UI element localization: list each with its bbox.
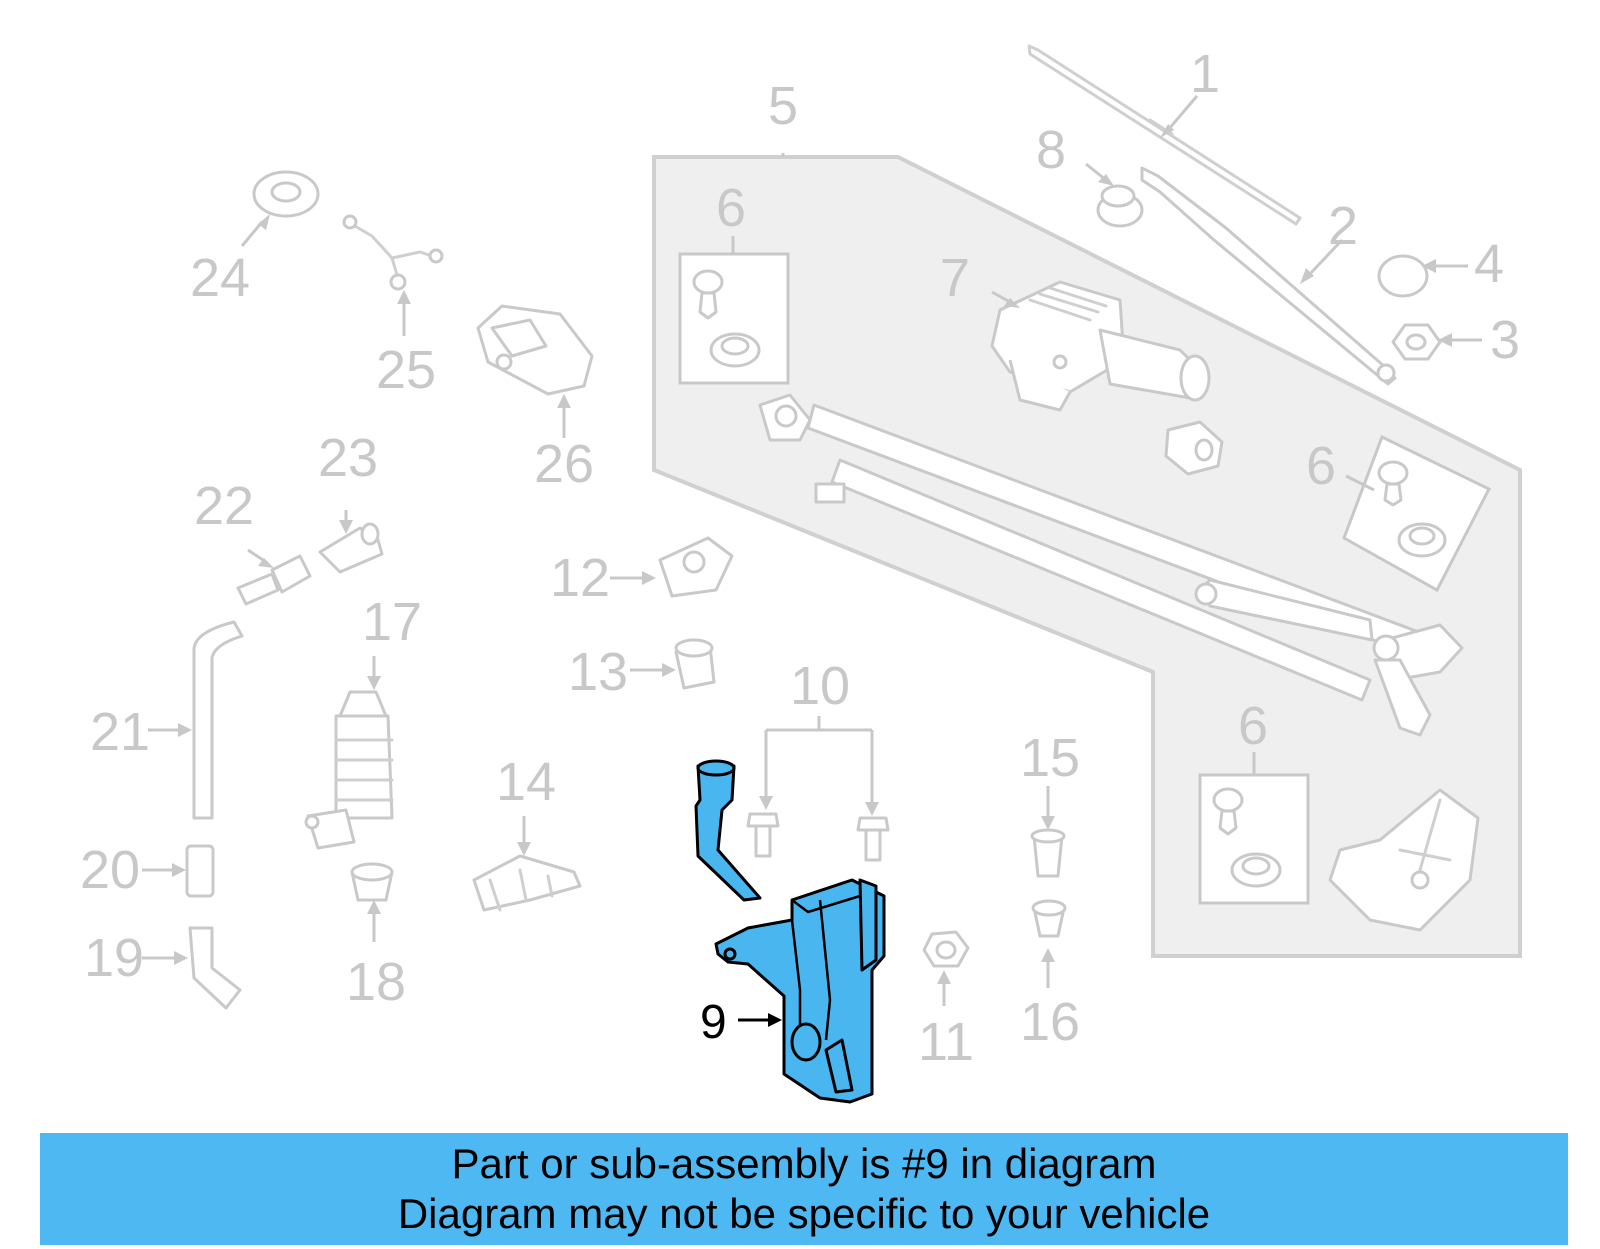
callout-20: 20 bbox=[80, 840, 140, 900]
fastener-set-6-right bbox=[1377, 460, 1447, 558]
callout-14: 14 bbox=[496, 752, 556, 812]
callout-15: 15 bbox=[1020, 728, 1080, 788]
callout-24: 24 bbox=[190, 248, 250, 308]
bracket-part-14 bbox=[472, 854, 582, 912]
clip-part-15 bbox=[1030, 828, 1066, 878]
callout-26: 26 bbox=[534, 434, 594, 494]
banner-line-1: Part or sub-assembly is #9 in diagram bbox=[451, 1140, 1157, 1187]
fastener-set-6-bottom bbox=[1212, 787, 1282, 888]
callout-18: 18 bbox=[346, 952, 406, 1012]
callout-8: 8 bbox=[1036, 120, 1066, 180]
info-banner: Part or sub-assembly is #9 in diagram Di… bbox=[40, 1133, 1568, 1245]
callout-13: 13 bbox=[568, 642, 628, 702]
connector-part-23 bbox=[318, 522, 384, 574]
plug-part-20 bbox=[185, 844, 215, 898]
callout-10: 10 bbox=[790, 656, 850, 716]
callout-1: 1 bbox=[1190, 44, 1220, 104]
callout-19: 19 bbox=[84, 928, 144, 988]
hose-connector-part-25 bbox=[342, 214, 444, 291]
nut-part-11 bbox=[922, 930, 970, 968]
hose-part-21 bbox=[192, 620, 244, 820]
cap-part-8 bbox=[1096, 184, 1144, 228]
callout-16: 16 bbox=[1020, 992, 1080, 1052]
elbow-part-19 bbox=[188, 926, 242, 1010]
callout-6-top: 6 bbox=[716, 178, 746, 238]
callout-6-right: 6 bbox=[1306, 436, 1336, 496]
grommet-part-18 bbox=[350, 862, 394, 902]
cap-part-4 bbox=[1377, 254, 1429, 298]
callout-7: 7 bbox=[940, 248, 970, 308]
callout-5: 5 bbox=[768, 76, 798, 136]
callout-17: 17 bbox=[362, 592, 422, 652]
wiper-arm-part-2 bbox=[1140, 166, 1397, 386]
washer-pump-part-17 bbox=[304, 690, 394, 850]
grommet-part-24 bbox=[252, 170, 320, 218]
callout-25: 25 bbox=[376, 340, 436, 400]
callout-12: 12 bbox=[550, 548, 610, 608]
clip-part-16 bbox=[1031, 899, 1067, 938]
bolt-part-10-right bbox=[856, 816, 890, 862]
callout-2: 2 bbox=[1328, 196, 1358, 256]
motor-grommet bbox=[1164, 420, 1224, 476]
wiper-motor-part-7 bbox=[990, 280, 1211, 412]
callout-22: 22 bbox=[194, 476, 254, 536]
grommet-part-13 bbox=[674, 638, 716, 690]
washer-nozzle-part-26 bbox=[476, 304, 594, 396]
banner-line-2: Diagram may not be specific to your vehi… bbox=[397, 1190, 1211, 1237]
assembly-box-5 bbox=[652, 155, 1522, 958]
callout-21: 21 bbox=[90, 702, 150, 762]
bracket-lower-right bbox=[1328, 788, 1480, 932]
nut-part-3 bbox=[1391, 323, 1442, 361]
callout-23: 23 bbox=[318, 428, 378, 488]
callout-3: 3 bbox=[1490, 310, 1520, 370]
fastener-set-6-top bbox=[692, 269, 761, 368]
check-valve-part-22 bbox=[236, 554, 312, 606]
callout-6-bottom: 6 bbox=[1238, 696, 1268, 756]
callout-11: 11 bbox=[918, 1012, 974, 1072]
filler-cap-part-12 bbox=[658, 536, 734, 598]
callout-9: 9 bbox=[700, 996, 727, 1049]
leader-arrows bbox=[142, 95, 1482, 1027]
washer-reservoir-part-9 bbox=[694, 759, 886, 1104]
wiper-linkage bbox=[758, 393, 1464, 737]
bolt-part-10-left bbox=[746, 812, 780, 858]
callout-4: 4 bbox=[1474, 234, 1504, 294]
